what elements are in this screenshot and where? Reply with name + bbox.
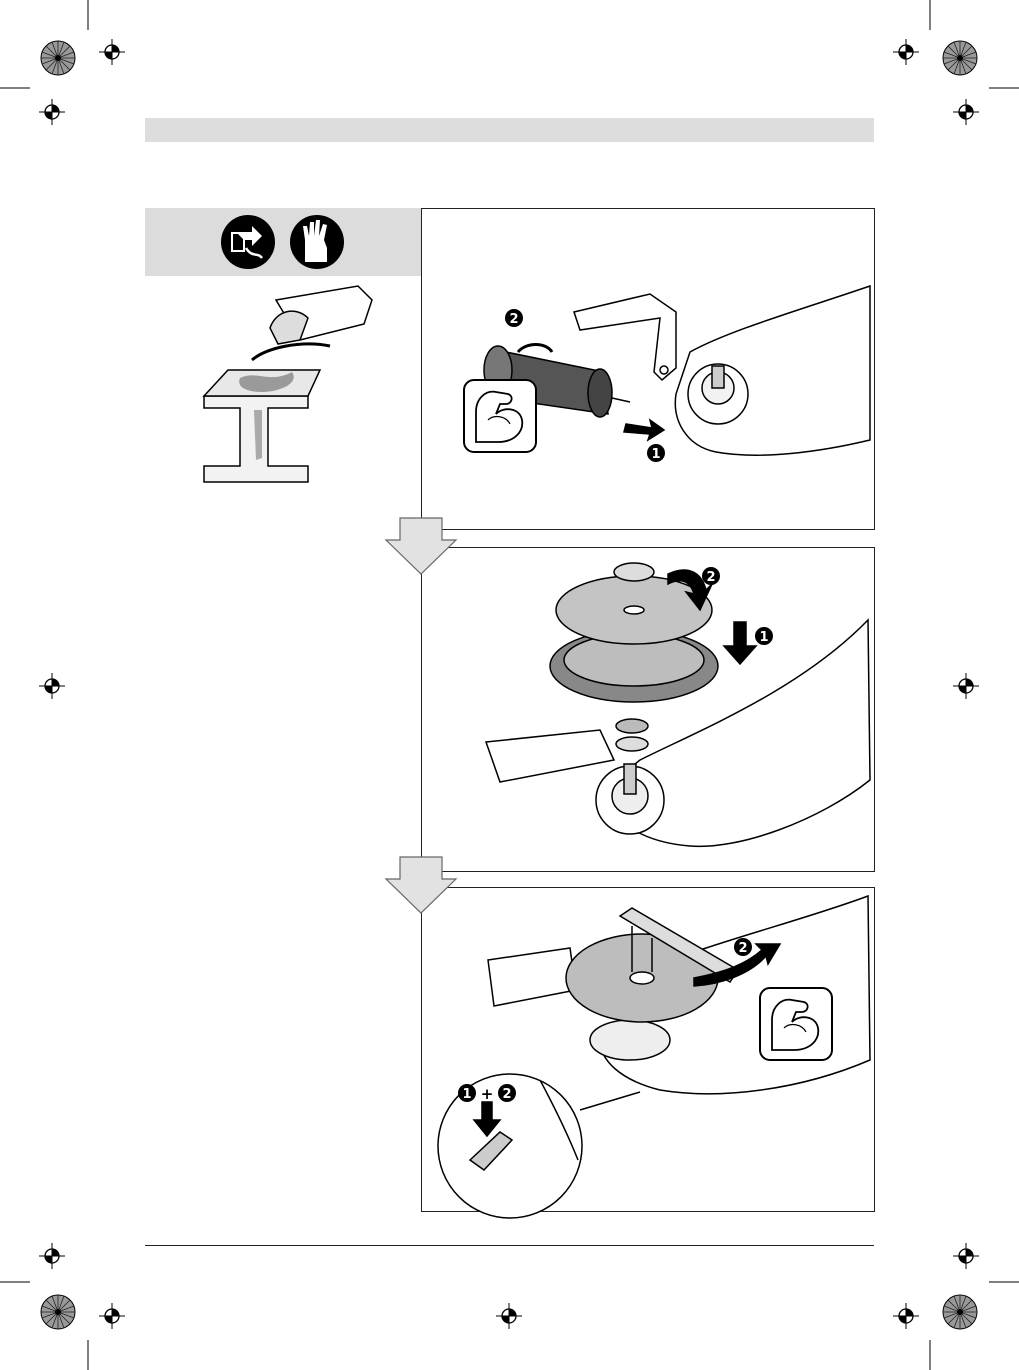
flexed-arm-icon: [760, 988, 832, 1060]
step-2-illustration: [486, 563, 870, 846]
step-1-label-1: 1: [651, 447, 660, 462]
down-arrow-icon: [386, 518, 456, 574]
flexed-arm-icon: [464, 380, 536, 452]
step-1-label-2: 2: [509, 312, 518, 327]
gloves-icon: [290, 215, 344, 269]
step-1-illustration: [484, 286, 870, 455]
step-3-combo-1: 1: [462, 1087, 471, 1102]
step-2-label-2: 2: [706, 570, 715, 585]
grinder-on-beam-illustration: [204, 286, 372, 482]
step-3-label-2: 2: [738, 941, 747, 956]
step-2-label-1: 1: [759, 630, 768, 645]
step-3-combo-2: 2: [502, 1087, 511, 1102]
down-arrow-icon: [386, 857, 456, 913]
unplug-icon: [221, 215, 275, 269]
step-3-combo-plus: +: [481, 1085, 494, 1103]
